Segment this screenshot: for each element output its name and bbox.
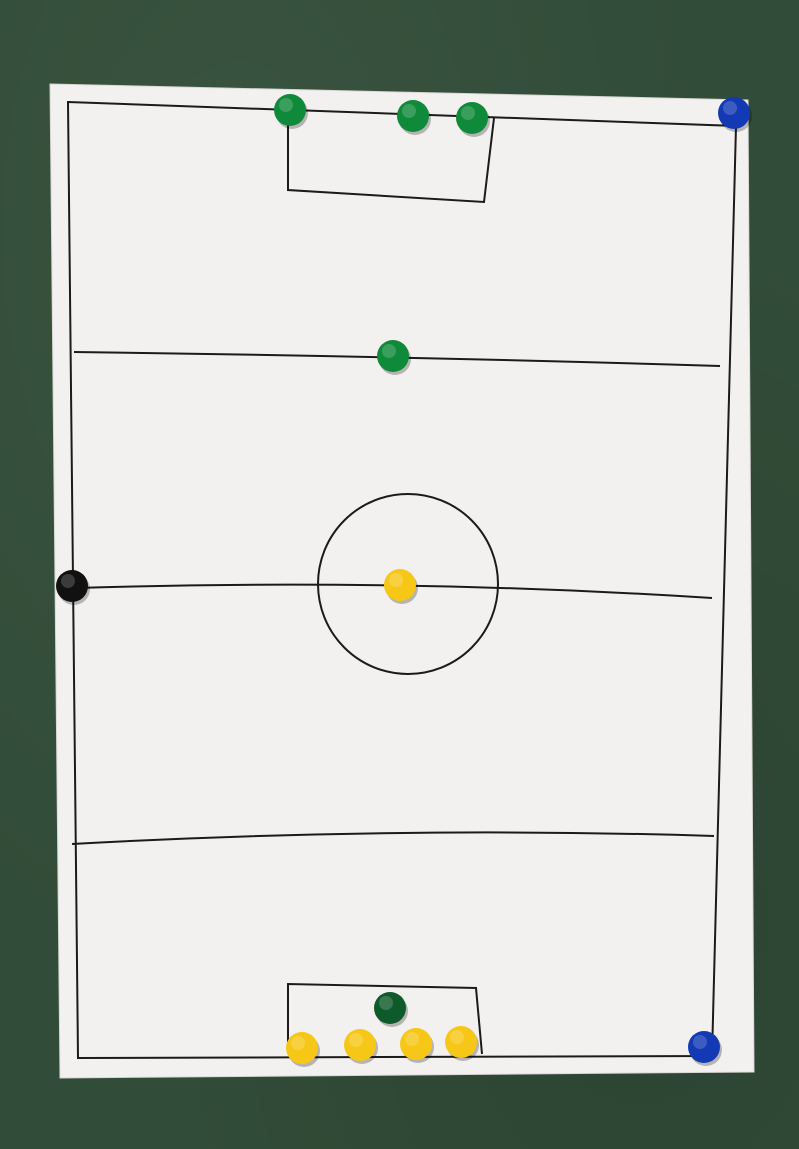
magnet-highlight [389, 573, 403, 587]
magnet-highlight [450, 1030, 464, 1044]
magnet-highlight [723, 101, 737, 115]
magnet-highlight [379, 996, 393, 1010]
magnet-highlight [279, 98, 293, 112]
magnet-highlight [402, 104, 416, 118]
magnet-highlight [693, 1035, 707, 1049]
magnet-highlight [461, 106, 475, 120]
magnet-highlight [349, 1033, 363, 1047]
magnet-highlight [382, 344, 396, 358]
magnet-highlight [405, 1032, 419, 1046]
magnet-highlight [291, 1036, 305, 1050]
magnet-highlight [61, 574, 75, 588]
